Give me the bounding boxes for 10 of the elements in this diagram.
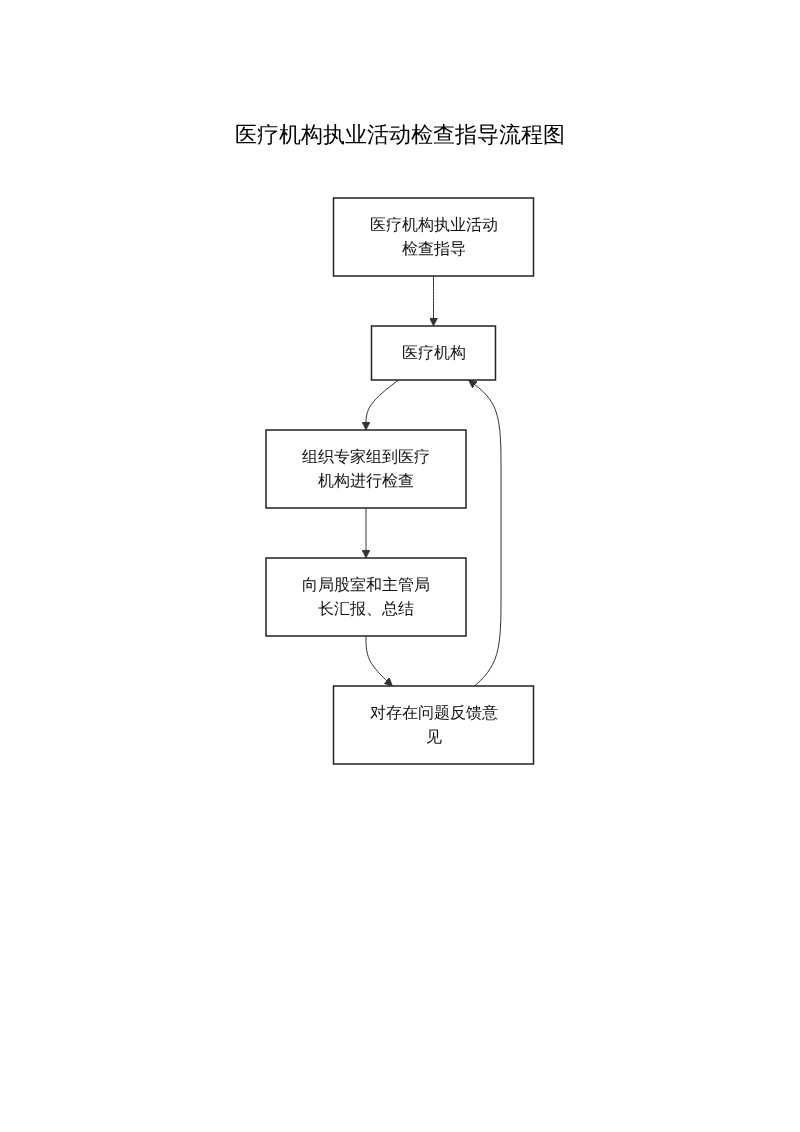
diagram-title: 医疗机构执业活动检查指导流程图 xyxy=(234,121,566,149)
arrow xyxy=(468,379,502,687)
arrow xyxy=(361,507,371,559)
node-box: 向局股室和主管局长汇报、总结 xyxy=(265,557,467,637)
node-box: 对存在问题反馈意见 xyxy=(333,685,535,765)
arrow xyxy=(429,275,439,327)
node-box: 医疗机构执业活动检查指导 xyxy=(333,197,535,277)
node-box: 医疗机构 xyxy=(371,325,497,381)
arrow xyxy=(365,635,393,687)
node-box: 组织专家组到医疗机构进行检查 xyxy=(265,429,467,509)
